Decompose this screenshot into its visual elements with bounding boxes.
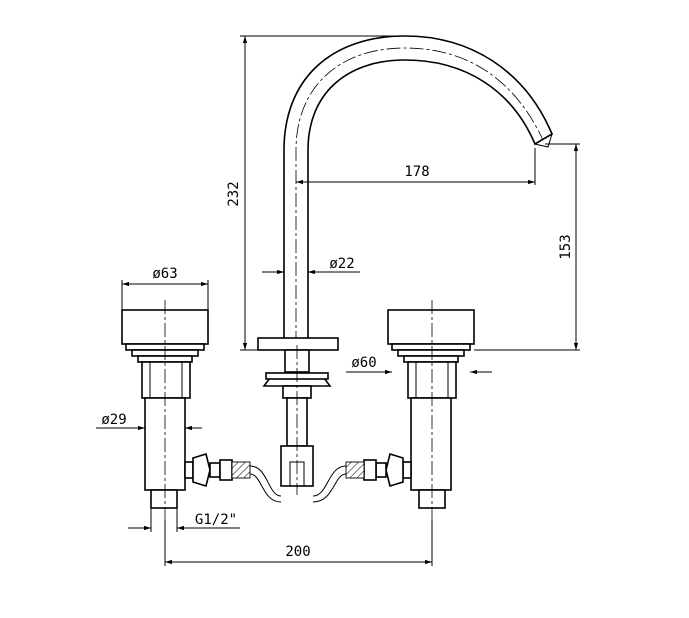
flexible-hoses [249,465,347,503]
spout-base [257,337,339,495]
left-valve [121,300,251,520]
spout [283,35,554,345]
dim-handle-diameter: ø63 [152,266,177,282]
dim-spout-height: 232 [226,181,242,206]
right-valve [345,300,475,520]
dim-spout-reach: 178 [404,164,429,180]
dim-flange-diameter: ø60 [351,355,376,371]
dim-outlet-height: 153 [558,234,574,259]
dim-spout-diameter: ø22 [329,256,354,272]
dimension-lines [96,35,580,566]
dim-body-diameter: ø29 [101,412,126,428]
dim-thread: G1/2" [195,512,237,528]
dim-center-distance: 200 [285,544,310,560]
